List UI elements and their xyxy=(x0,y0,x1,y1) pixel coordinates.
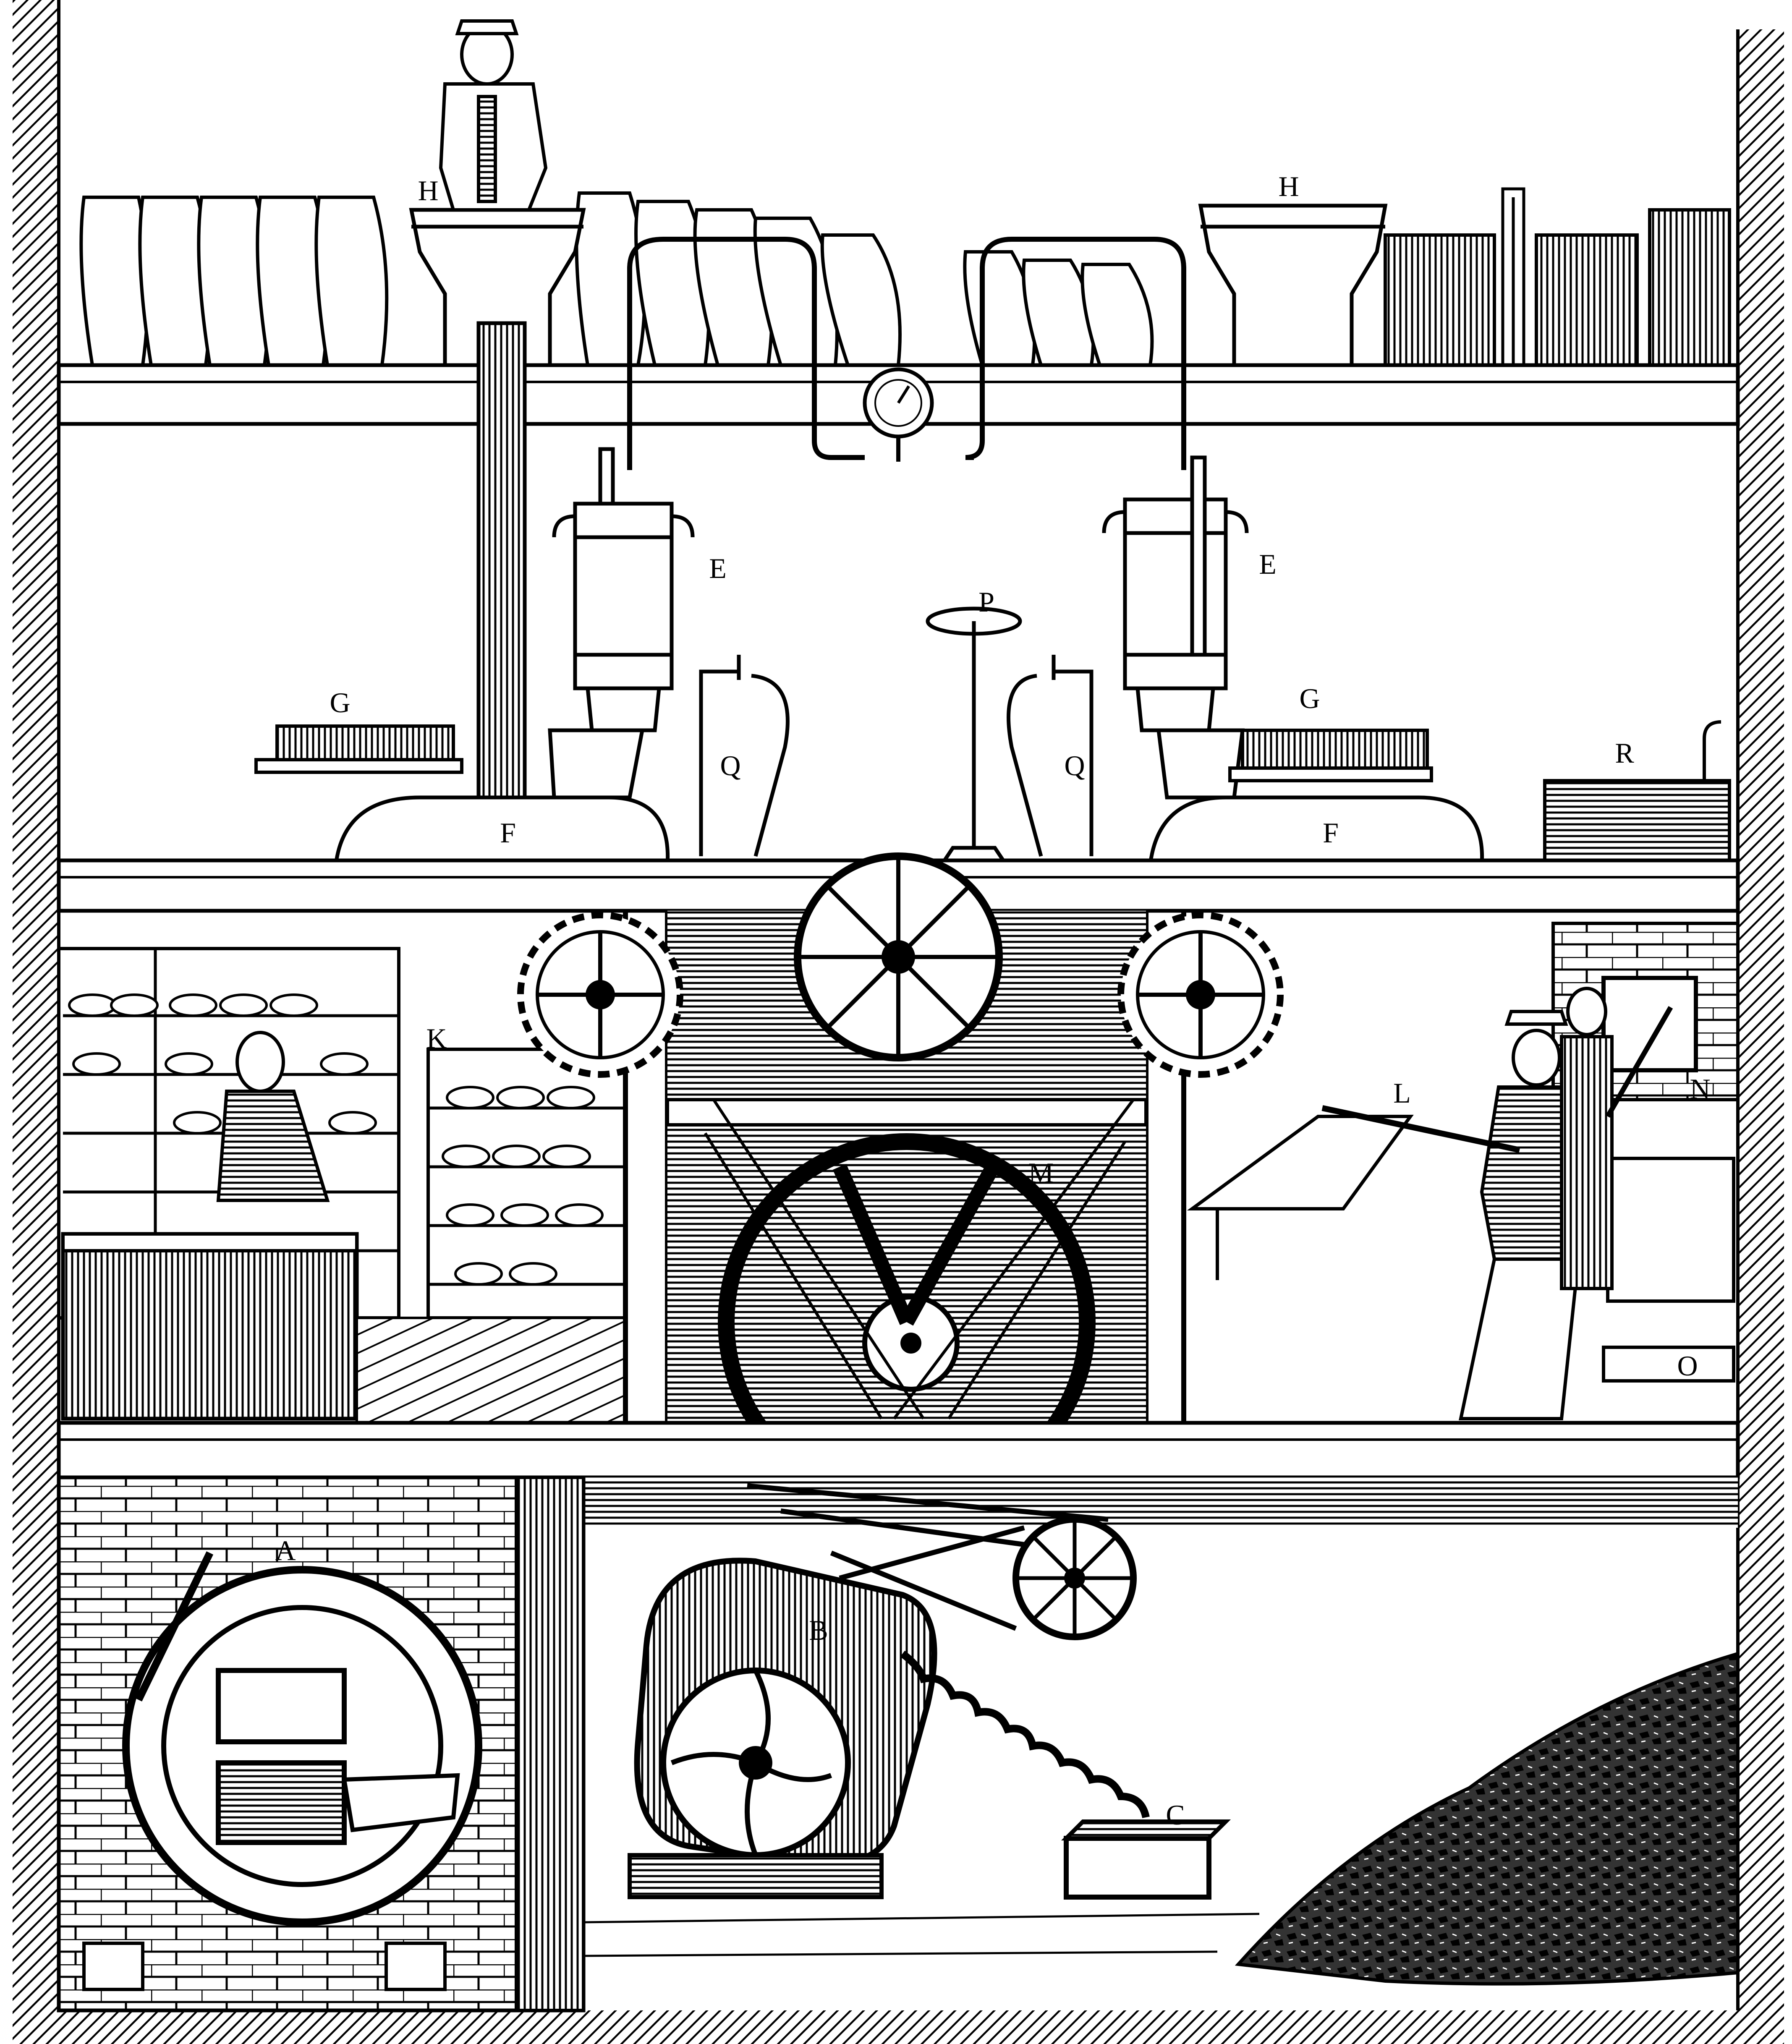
oven-mouth-O xyxy=(1602,1346,1735,1383)
mixing-vessel-left xyxy=(333,728,670,867)
shop-floor xyxy=(356,1317,627,1424)
flywheel xyxy=(704,1098,1135,1511)
aerated-water-generator-right xyxy=(1102,455,1249,732)
label-a: A xyxy=(275,1534,296,1566)
shop-counter xyxy=(61,1232,359,1421)
cog-wheel-right xyxy=(1117,912,1284,1078)
flour-hopper-right xyxy=(1198,204,1388,367)
aerated-water-generator-left xyxy=(552,447,695,732)
receiving-box-C xyxy=(1061,1819,1231,1900)
label-h-right: H xyxy=(1278,170,1299,202)
trough-r xyxy=(1543,720,1731,862)
label-e-right: E xyxy=(1259,548,1277,580)
label-g-left: G xyxy=(330,687,351,719)
flour-sacks-left xyxy=(79,196,389,367)
shop-shelving-rear xyxy=(426,1048,627,1320)
basement-floor-lines xyxy=(583,1913,1260,1957)
left-wall xyxy=(13,0,60,2044)
ground xyxy=(13,2010,1784,2044)
label-f-left: F xyxy=(500,817,516,849)
label-f-right: F xyxy=(1323,817,1339,849)
flour-sacks-right xyxy=(1384,208,1731,367)
label-e-left: E xyxy=(709,552,727,584)
conveyor-screw xyxy=(900,1650,1150,1819)
valve-stands xyxy=(699,655,1094,857)
belt-pulley xyxy=(747,1483,1137,1640)
label-h-left: H xyxy=(418,175,439,206)
label-n: N xyxy=(1690,1073,1711,1105)
baker-with-peel xyxy=(1321,1010,1593,1420)
oven-worker xyxy=(1560,987,1673,1290)
ash-pit-doors xyxy=(82,1942,447,1991)
right-wall xyxy=(1736,29,1784,2044)
ground-floor-slab xyxy=(57,1421,1740,1479)
water-pipes xyxy=(627,237,1186,470)
label-r: R xyxy=(1615,737,1634,769)
flour-sacks-middle xyxy=(575,191,1154,367)
steam-boiler xyxy=(122,1551,482,1926)
cog-wheel-left xyxy=(517,912,683,1078)
pressure-wheel-stand xyxy=(926,606,1022,863)
coal-heap xyxy=(1235,1651,1740,1986)
pressure-gauge xyxy=(863,367,934,462)
dough-tumbler-B xyxy=(628,1558,937,1899)
scale-pan-right xyxy=(1228,729,1433,782)
label-c: C xyxy=(1166,1799,1185,1831)
label-b: B xyxy=(809,1614,828,1646)
label-o: O xyxy=(1677,1350,1698,1382)
label-q-left: Q xyxy=(720,750,741,782)
label-k: K xyxy=(426,1022,447,1054)
shopkeeper xyxy=(216,1031,330,1202)
worker-on-hopper xyxy=(439,19,548,212)
chimney-flue xyxy=(476,321,527,854)
basement-ceiling-shade xyxy=(583,1477,1738,1528)
baking-table xyxy=(1187,1115,1735,1303)
label-l: L xyxy=(1393,1077,1411,1109)
label-p: P xyxy=(978,586,994,618)
mixing-vessel-right xyxy=(1148,728,1484,867)
scale-pan-left xyxy=(254,724,463,774)
label-q-right: Q xyxy=(1064,750,1085,782)
label-g-right: G xyxy=(1299,682,1320,714)
upper-drive-wheel xyxy=(794,852,1003,1061)
label-m: M xyxy=(1028,1157,1054,1189)
